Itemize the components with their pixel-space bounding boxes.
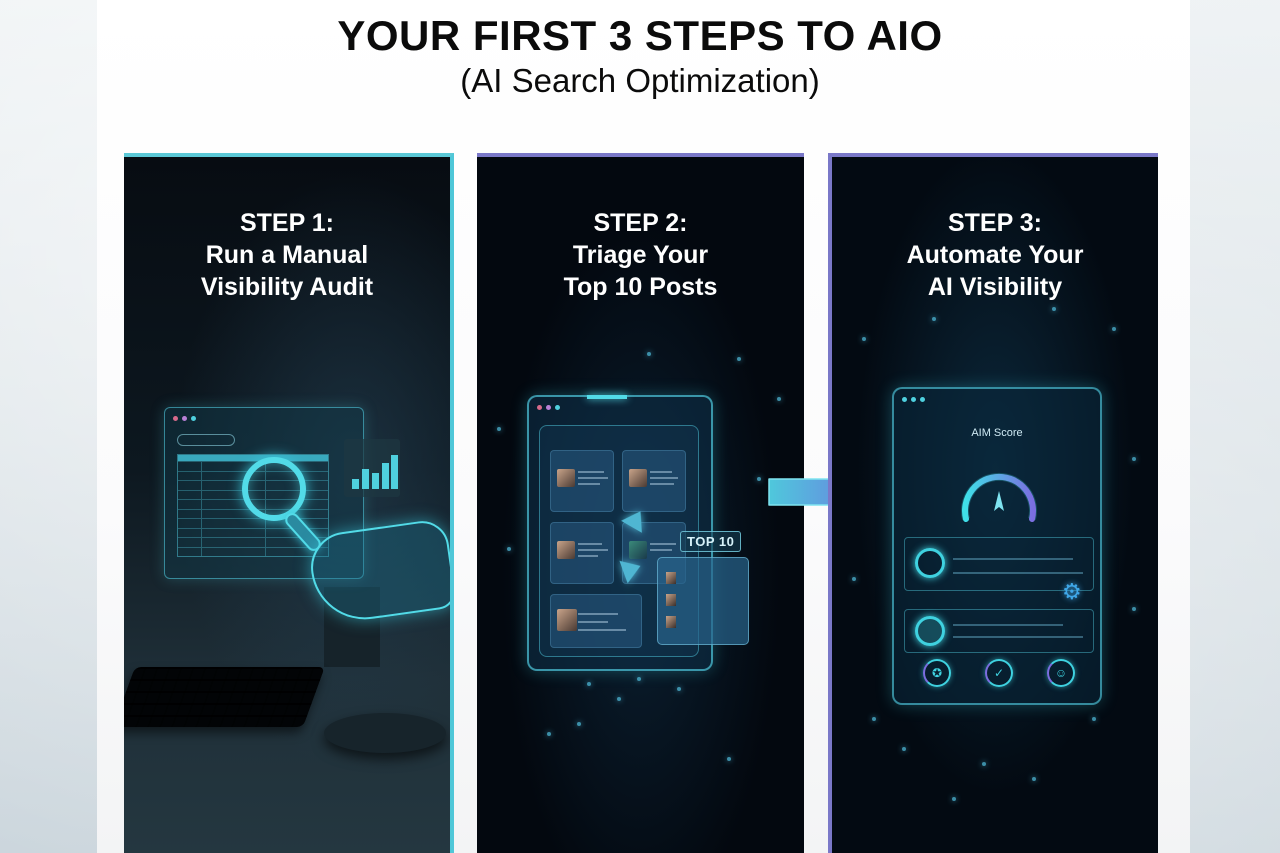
step-2-title-line2: Top 10 Posts xyxy=(563,273,718,301)
aim-score-title: AIM Score xyxy=(971,427,1023,439)
mouse-illustration xyxy=(324,713,446,753)
window-controls-icon xyxy=(902,397,925,402)
step-1-title-line2: Visibility Audit xyxy=(200,273,374,301)
badge-icon: ✪ xyxy=(923,659,951,687)
page-subtitle: (AI Search Optimization) xyxy=(460,62,820,99)
status-section xyxy=(904,609,1094,653)
automation-icon-1: ✪ xyxy=(914,659,960,692)
gear-icon: ⚙ xyxy=(1062,579,1082,604)
step-3-label: STEP 3: xyxy=(947,209,1043,237)
window-controls-icon xyxy=(173,416,196,421)
automation-icon-2: ✓ xyxy=(976,659,1022,692)
step-2-title-line1: Triage Your xyxy=(572,241,709,269)
automation-icon-3: ☺ xyxy=(1038,659,1084,692)
step-3-heading: STEP 3: Automate Your AI Visibility xyxy=(832,207,1158,303)
step-card-3: STEP 3: Automate Your AI Visibility AIM … xyxy=(828,153,1158,853)
step-card-2: STEP 2: Triage Your Top 10 Posts xyxy=(477,153,804,853)
robot-icon: ☺ xyxy=(1047,659,1075,687)
post-card xyxy=(550,522,614,584)
monitor-stand xyxy=(324,587,380,667)
calendar-check-icon: ✓ xyxy=(985,659,1013,687)
top10-list-illustration xyxy=(657,557,749,645)
post-card xyxy=(622,450,686,512)
aim-score-dashboard-illustration: AIM Score ⚙ ✪ ✓ ☺ xyxy=(892,387,1102,705)
step-3-title-line1: Automate Your xyxy=(906,241,1084,269)
search-pill xyxy=(177,434,235,446)
magnifying-glass-icon xyxy=(242,457,306,521)
post-card xyxy=(550,594,642,648)
top10-badge: TOP 10 xyxy=(680,531,742,552)
step-2-label: STEP 2: xyxy=(593,209,688,237)
post-card xyxy=(550,450,614,512)
gauge-icon xyxy=(961,472,1037,522)
keyboard-illustration xyxy=(124,667,325,727)
bar-chart-icon xyxy=(344,439,400,497)
status-section xyxy=(904,537,1094,591)
step-3-title-line2: AI Visibility xyxy=(927,273,1063,301)
page-title: YOUR FIRST 3 STEPS TO AIO xyxy=(337,12,943,59)
step-2-heading: STEP 2: Triage Your Top 10 Posts xyxy=(477,207,804,303)
step-1-title-line1: Run a Manual xyxy=(205,241,369,269)
step-1-heading: STEP 1: Run a Manual Visibility Audit xyxy=(124,207,450,303)
post-card xyxy=(622,522,686,584)
step-card-1: STEP 1: Run a Manual Visibility Audit xyxy=(124,153,454,853)
window-controls-icon xyxy=(537,405,560,410)
automation-icons-row: ✪ ✓ ☺ xyxy=(914,659,1084,692)
step-1-label: STEP 1: xyxy=(239,209,335,237)
